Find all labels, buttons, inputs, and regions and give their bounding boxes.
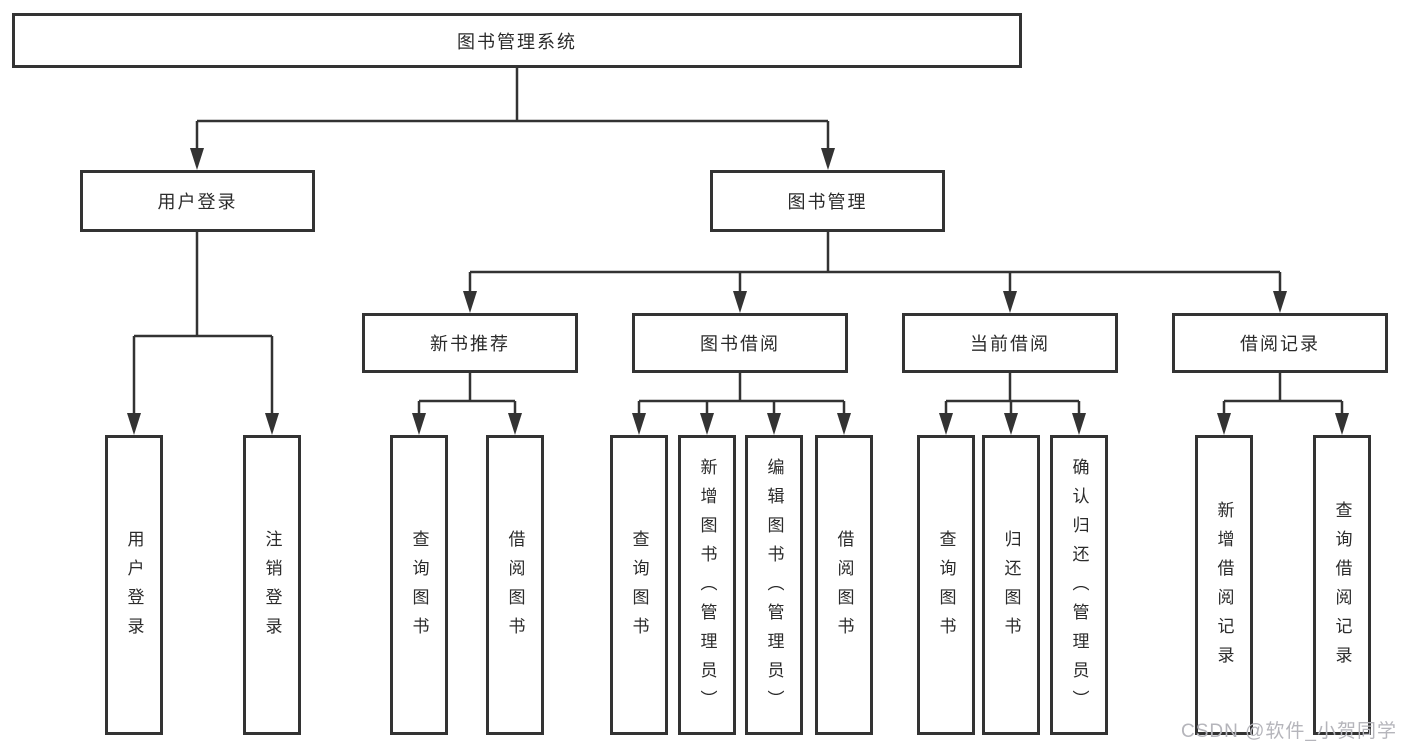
leaf-query-borrow-record: 查询借阅记录 <box>1313 435 1371 735</box>
leaf-query-books-borrow: 查询图书 <box>610 435 668 735</box>
leaf-edit-books-admin: 编辑图书（管理员） <box>745 435 803 735</box>
leaf-add-borrow-record: 新增借阅记录 <box>1195 435 1253 735</box>
leaf-return-books: 归还图书 <box>982 435 1040 735</box>
leaf-add-books-admin: 新增图书（管理员） <box>678 435 736 735</box>
watermark: CSDN @软件_小贺同学 <box>1181 721 1397 742</box>
node-current-borrow: 当前借阅 <box>902 313 1118 373</box>
leaf-borrow-books-recommend: 借阅图书 <box>486 435 544 735</box>
leaf-user-login: 用户登录 <box>105 435 163 735</box>
node-book-management: 图书管理 <box>710 170 945 232</box>
node-book-borrow: 图书借阅 <box>632 313 848 373</box>
node-new-book-recommend: 新书推荐 <box>362 313 578 373</box>
node-library-system: 图书管理系统 <box>12 13 1022 68</box>
node-borrow-records: 借阅记录 <box>1172 313 1388 373</box>
leaf-query-books-recommend: 查询图书 <box>390 435 448 735</box>
node-user-login: 用户登录 <box>80 170 315 232</box>
leaf-borrow-books: 借阅图书 <box>815 435 873 735</box>
leaf-confirm-return-admin: 确认归还（管理员） <box>1050 435 1108 735</box>
leaf-logout: 注销登录 <box>243 435 301 735</box>
leaf-query-books-current: 查询图书 <box>917 435 975 735</box>
